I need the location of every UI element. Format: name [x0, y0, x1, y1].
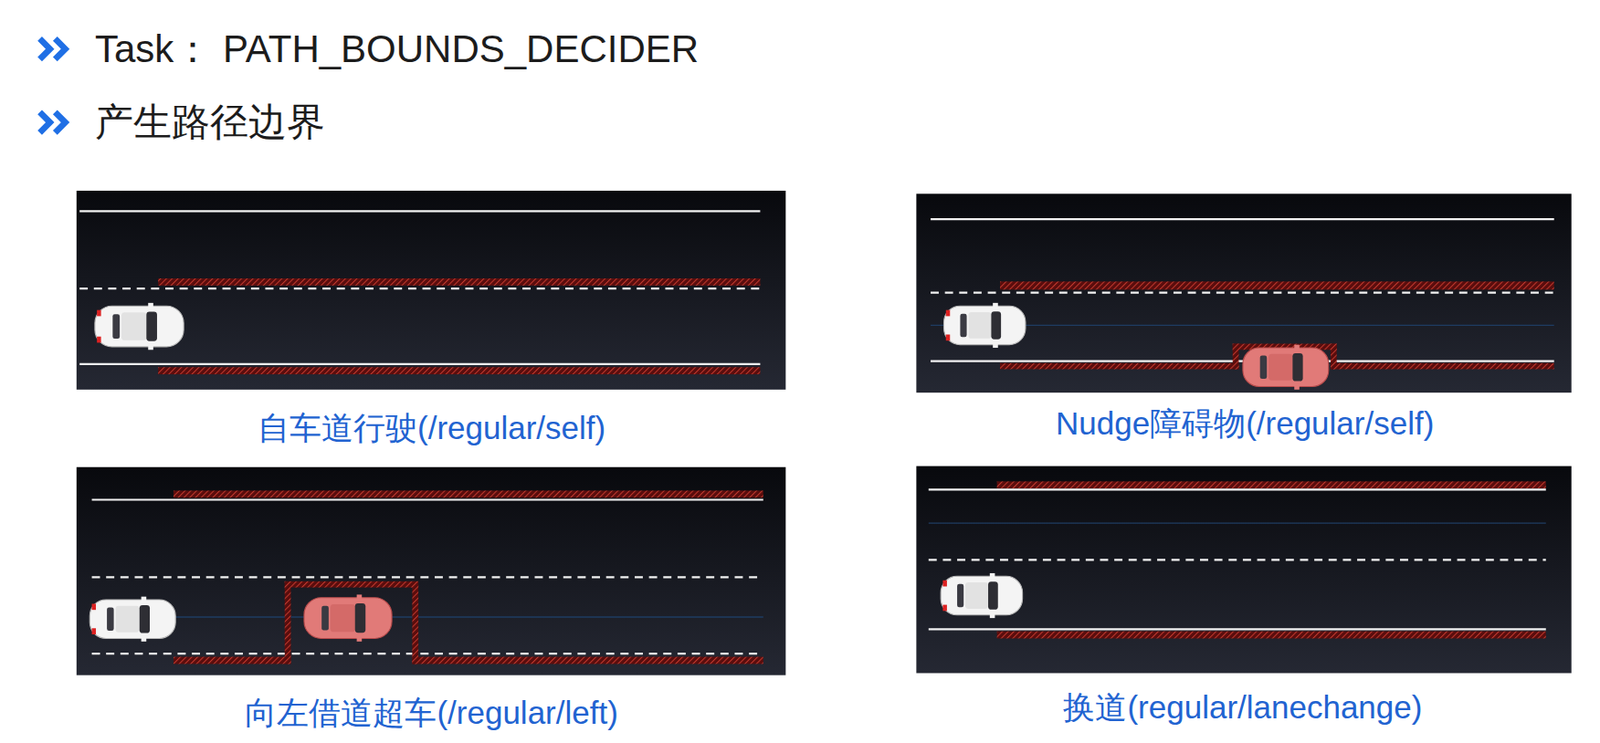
- tail-light: [92, 603, 96, 611]
- solid-lane-line: [928, 488, 1547, 491]
- car-windshield: [139, 605, 150, 634]
- chevron-icon: [40, 38, 51, 59]
- center-line: [92, 616, 764, 618]
- car-windshield: [1292, 353, 1303, 382]
- scenario-caption: 自车道行驶(/regular/self): [257, 409, 606, 448]
- car-mirror: [147, 303, 154, 307]
- scenario-panel: Nudge障碍物(/regular/self): [915, 193, 1571, 393]
- car-mirror: [1294, 385, 1300, 390]
- car-mirror: [989, 573, 996, 578]
- car-mirror: [992, 303, 999, 307]
- path-bound: [411, 581, 419, 665]
- path-bound: [997, 631, 1547, 640]
- path-bound: [157, 278, 760, 286]
- road-panel: [76, 190, 787, 390]
- road-panel: [76, 467, 787, 676]
- car-windshield: [988, 581, 999, 611]
- solid-lane-line: [79, 210, 760, 212]
- car-body: [944, 305, 1026, 345]
- car-mirror: [357, 637, 363, 642]
- car-roof: [965, 582, 989, 610]
- car-body: [304, 598, 392, 640]
- car-mirror: [141, 597, 148, 601]
- solid-lane-line: [930, 359, 1555, 362]
- car-roof: [330, 604, 356, 632]
- scenario-caption: Nudge障碍物(/regular/self): [1055, 404, 1434, 443]
- road-panel: [915, 193, 1571, 393]
- dashed-lane-line: [79, 287, 760, 290]
- tail-light: [92, 628, 96, 635]
- car-rear-window: [1260, 356, 1268, 379]
- path-bound: [173, 490, 764, 498]
- car-body: [1242, 347, 1329, 387]
- chevron-icon: [40, 112, 51, 133]
- car-rear-window: [106, 607, 115, 631]
- path-bound: [173, 657, 291, 665]
- tail-light: [96, 336, 101, 344]
- car-mirror: [1294, 345, 1300, 349]
- dashed-lane-line: [92, 576, 764, 579]
- path-bound: [1000, 363, 1239, 370]
- tail-light: [942, 580, 947, 588]
- car-roof: [121, 312, 147, 340]
- car-windshield: [990, 311, 1001, 340]
- title: Task： PATH_BOUNDS_DECIDER: [94, 26, 699, 73]
- solid-lane-line: [79, 363, 760, 366]
- dashed-lane-line: [930, 292, 1555, 295]
- tail-light: [96, 310, 101, 317]
- car-body: [89, 600, 176, 639]
- scenario-panel: 向左借道超车(/regular/left): [76, 467, 787, 676]
- illustration-group: [40, 38, 1572, 675]
- scenario-panel: 换道(regular/lanechange): [915, 466, 1571, 674]
- car-mirror: [357, 594, 363, 599]
- chevron-icon: [54, 112, 65, 133]
- subtitle: 产生路径边界: [94, 99, 326, 146]
- car-windshield: [146, 311, 158, 341]
- car-mirror: [989, 614, 996, 619]
- car-roof: [1268, 354, 1293, 381]
- ego-car: [940, 573, 1022, 619]
- car-roof: [968, 312, 991, 339]
- scenario-panel: 自车道行驶(/regular/self): [76, 190, 787, 390]
- chevron-icon: [54, 38, 65, 59]
- scenario-caption: 换道(regular/lanechange): [1063, 688, 1422, 727]
- car-rear-window: [957, 584, 964, 608]
- path-bound: [997, 481, 1547, 489]
- ego-car: [89, 597, 176, 643]
- path-bound: [1000, 281, 1555, 290]
- dashed-lane-line: [928, 558, 1547, 561]
- scenario-caption: 向左借道超车(/regular/left): [244, 694, 618, 733]
- car-body: [94, 305, 184, 348]
- center-line: [928, 523, 1547, 525]
- path-bound: [1330, 363, 1555, 370]
- car-rear-window: [321, 606, 329, 632]
- solid-lane-line: [930, 218, 1555, 221]
- car-windshield: [355, 603, 367, 633]
- car-body: [940, 576, 1022, 615]
- tail-light: [946, 334, 950, 341]
- car-mirror: [147, 346, 154, 350]
- path-bound: [284, 581, 419, 589]
- obstacle-car: [1242, 345, 1329, 390]
- road-panel: [915, 466, 1571, 674]
- dashed-lane-line: [92, 652, 764, 655]
- tail-light: [942, 605, 947, 612]
- obstacle-car: [304, 594, 392, 642]
- path-bound: [284, 581, 292, 665]
- ego-car: [944, 303, 1026, 348]
- car-rear-window: [112, 314, 120, 339]
- solid-lane-line: [92, 498, 764, 501]
- car-roof: [115, 606, 139, 633]
- path-bound: [157, 367, 760, 375]
- tail-light: [946, 310, 950, 317]
- car-mirror: [141, 637, 148, 642]
- ego-car: [94, 303, 184, 350]
- path-bound: [411, 657, 763, 665]
- solid-lane-line: [928, 628, 1547, 631]
- car-rear-window: [959, 314, 967, 337]
- car-mirror: [992, 344, 999, 348]
